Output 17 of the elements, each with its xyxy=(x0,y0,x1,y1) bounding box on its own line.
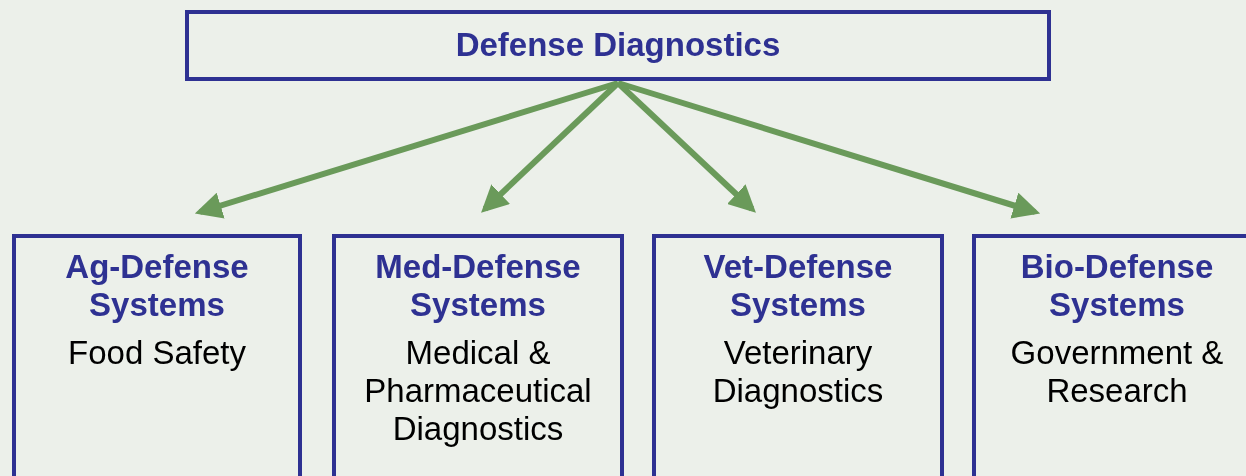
arrow xyxy=(481,80,621,213)
description: Veterinary Diagnostics xyxy=(711,334,885,410)
category-box xyxy=(652,234,944,476)
category-box xyxy=(12,234,302,476)
arrow xyxy=(194,80,619,219)
heading: Vet-Defense Systems xyxy=(702,248,894,324)
heading: Med-Defense Systems xyxy=(374,248,582,324)
title-box xyxy=(185,10,1051,81)
heading: Defense Diagnostics xyxy=(454,26,782,64)
heading: Bio-Defense Systems xyxy=(1019,248,1215,324)
category-box xyxy=(972,234,1246,476)
heading: Ag-Defense Systems xyxy=(64,248,250,324)
arrow xyxy=(617,80,1041,219)
description: Government & Research xyxy=(1009,334,1225,410)
description: Medical & Pharmaceutical Diagnostics xyxy=(363,334,593,448)
description: Food Safety xyxy=(67,334,247,372)
category-box xyxy=(332,234,624,476)
